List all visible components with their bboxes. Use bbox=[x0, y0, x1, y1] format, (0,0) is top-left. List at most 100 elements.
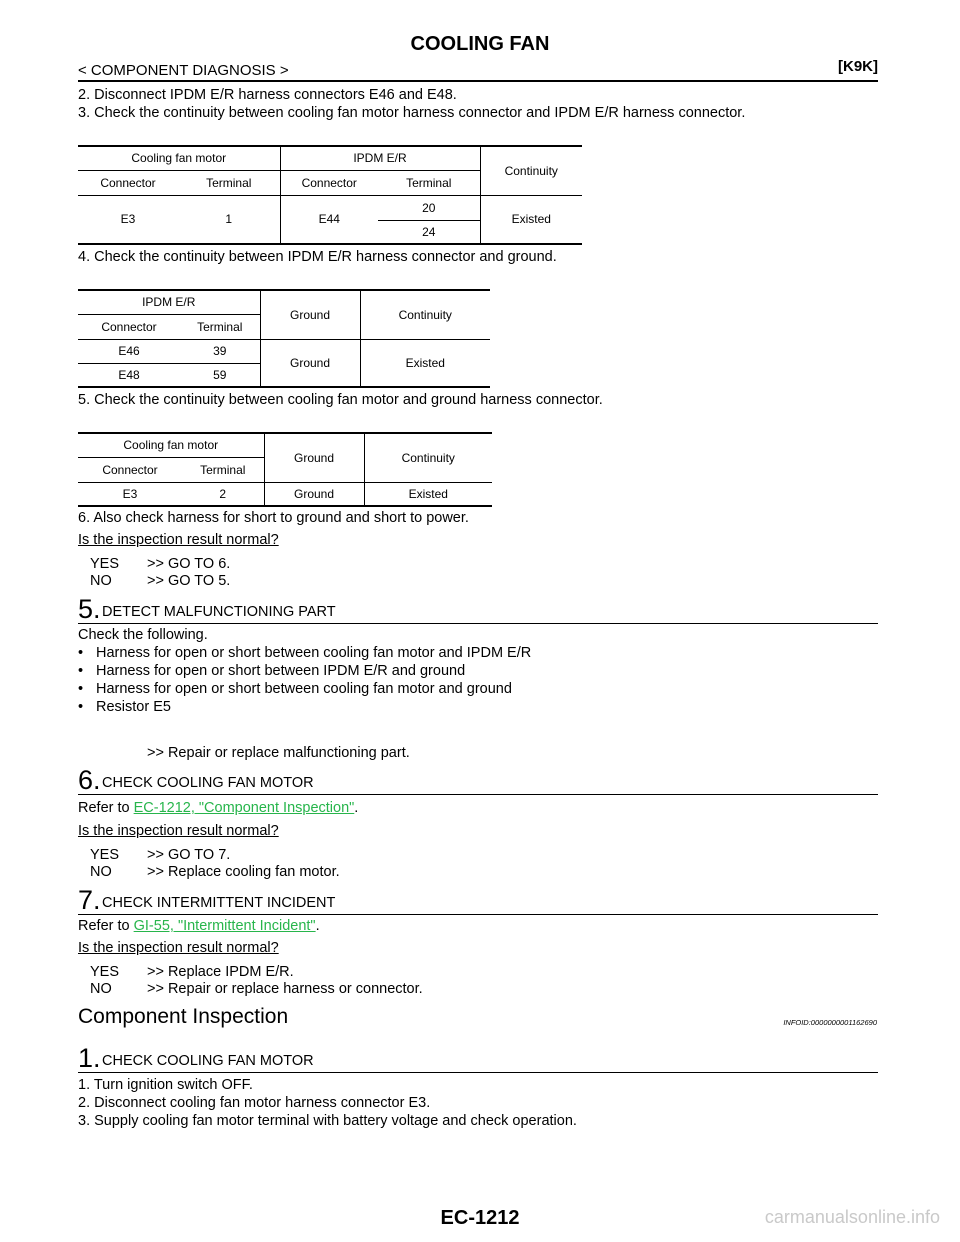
col-connector: Connector bbox=[78, 456, 182, 482]
cell-ipdm-terminal: 24 bbox=[378, 219, 480, 245]
col-ground: Ground bbox=[259, 289, 360, 339]
action-text: >> Repair or replace malfunctioning part… bbox=[147, 745, 410, 761]
col-terminal: Terminal bbox=[180, 313, 260, 339]
col-cooling-fan-motor: Cooling fan motor bbox=[78, 432, 264, 457]
step-heading-1: 1. CHECK COOLING FAN MOTOR bbox=[78, 1043, 878, 1073]
cell-ground: Ground bbox=[263, 481, 364, 507]
cell-ipdm-terminal: 20 bbox=[378, 194, 480, 220]
page-title: COOLING FAN bbox=[410, 33, 550, 55]
inspection-question: Is the inspection result normal? bbox=[78, 823, 279, 839]
answer-no-action: >> Replace cooling fan motor. bbox=[147, 864, 340, 880]
page-number: EC-1212 bbox=[440, 1207, 520, 1229]
intermittent-incident-link[interactable]: GI-55, "Intermittent Incident" bbox=[133, 918, 316, 934]
bullet-icon: • bbox=[78, 681, 84, 697]
answer-no: NO bbox=[90, 864, 112, 880]
header-rule bbox=[78, 80, 878, 82]
list-item-text: Resistor E5 bbox=[96, 699, 171, 715]
cell-terminal: 39 bbox=[180, 338, 260, 363]
col-cooling-fan-motor: Cooling fan motor bbox=[78, 145, 280, 170]
answer-no-action: >> Repair or replace harness or connecto… bbox=[147, 981, 423, 997]
cell-connector: E3 bbox=[78, 481, 182, 507]
component-inspection-link[interactable]: EC-1212, "Component Inspection" bbox=[133, 800, 355, 816]
answer-yes: YES bbox=[90, 847, 120, 863]
answer-yes-action: >> Replace IPDM E/R. bbox=[147, 964, 294, 980]
step-label: CHECK COOLING FAN MOTOR bbox=[102, 1053, 314, 1069]
cell-terminal: 59 bbox=[180, 362, 260, 388]
cell-result: Existed bbox=[363, 481, 492, 507]
section-breadcrumb: < COMPONENT DIAGNOSIS > bbox=[78, 62, 289, 79]
list-item: • Harness for open or short between cooli… bbox=[78, 681, 512, 697]
step-3-text: 3. Check the continuity between cooling … bbox=[78, 105, 746, 121]
col-terminal: Terminal bbox=[178, 169, 280, 195]
inspection-question: Is the inspection result normal? bbox=[78, 940, 279, 956]
section-heading: Component Inspection bbox=[78, 1005, 289, 1028]
step-number: 6. bbox=[78, 765, 101, 795]
step-number: 1. bbox=[78, 1043, 101, 1073]
col-connector: Connector bbox=[78, 313, 180, 339]
col-connector: Connector bbox=[279, 169, 378, 195]
answer-yes-action: >> GO TO 6. bbox=[147, 556, 231, 572]
answer-yes-action: >> GO TO 7. bbox=[147, 847, 231, 863]
check-intro: Check the following. bbox=[78, 627, 208, 643]
step-number: 7. bbox=[78, 885, 101, 915]
procedure-line: 3. Supply cooling fan motor terminal wit… bbox=[78, 1113, 577, 1129]
procedure-line: 2. Disconnect cooling fan motor harness … bbox=[78, 1095, 431, 1111]
bullet-icon: • bbox=[78, 663, 84, 679]
refer-text: Refer to bbox=[78, 800, 130, 816]
step-label: DETECT MALFUNCTIONING PART bbox=[102, 604, 336, 620]
continuity-table-motor-ipdm: Cooling fan motor IPDM E/R Continuity Co… bbox=[78, 145, 582, 245]
cell-terminal: 2 bbox=[182, 481, 264, 507]
cell-motor-terminal: 1 bbox=[178, 194, 280, 245]
col-terminal: Terminal bbox=[378, 169, 480, 195]
step-number: 5. bbox=[78, 594, 101, 624]
answer-no: NO bbox=[90, 981, 112, 997]
bullet-icon: • bbox=[78, 699, 84, 715]
col-continuity: Continuity bbox=[359, 289, 490, 339]
cell-connector: E48 bbox=[78, 362, 180, 388]
col-continuity: Continuity bbox=[363, 432, 492, 482]
step-5-text: 5. Check the continuity between cooling … bbox=[78, 392, 603, 408]
continuity-table-motor-ground: Cooling fan motor Ground Continuity Conn… bbox=[78, 432, 492, 507]
refer-line: Refer to GI-55, "Intermittent Incident". bbox=[78, 918, 320, 934]
list-item-text: Harness for open or short between IPDM E… bbox=[96, 663, 466, 679]
cell-ground: Ground bbox=[259, 338, 360, 388]
list-item-text: Harness for open or short between coolin… bbox=[96, 681, 512, 697]
step-label: CHECK COOLING FAN MOTOR bbox=[102, 775, 314, 791]
refer-period: . bbox=[354, 800, 359, 816]
col-ipdm-er: IPDM E/R bbox=[279, 145, 480, 170]
inspection-question: Is the inspection result normal? bbox=[78, 532, 279, 548]
cell-motor-connector: E3 bbox=[78, 194, 178, 245]
cell-connector: E46 bbox=[78, 338, 180, 363]
continuity-table-ipdm-ground: IPDM E/R Ground Continuity Connector Ter… bbox=[78, 289, 490, 388]
step-heading-6: 6. CHECK COOLING FAN MOTOR bbox=[78, 765, 878, 795]
answer-yes: YES bbox=[90, 556, 120, 572]
step-heading-7: 7. CHECK INTERMITTENT INCIDENT bbox=[78, 885, 878, 915]
bullet-icon: • bbox=[78, 645, 84, 661]
answer-no: NO bbox=[90, 573, 112, 589]
col-connector: Connector bbox=[78, 169, 178, 195]
step-4-text: 4. Check the continuity between IPDM E/R… bbox=[78, 249, 557, 265]
cell-result: Existed bbox=[479, 194, 582, 245]
answer-yes: YES bbox=[90, 964, 120, 980]
info-id: INFOID:0000000001162690 bbox=[783, 1018, 877, 1027]
step-heading-5: 5. DETECT MALFUNCTIONING PART bbox=[78, 594, 878, 624]
list-item: • Resistor E5 bbox=[78, 699, 171, 715]
watermark: carmanualsonline.info bbox=[764, 1207, 940, 1227]
refer-line: Refer to EC-1212, "Component Inspection"… bbox=[78, 800, 358, 816]
col-terminal: Terminal bbox=[182, 456, 264, 482]
cell-result: Existed bbox=[359, 338, 490, 388]
engine-code: [K9K] bbox=[838, 58, 878, 75]
step-2-text: 2. Disconnect IPDM E/R harness connector… bbox=[78, 87, 457, 103]
cell-ipdm-connector: E44 bbox=[279, 194, 378, 245]
col-ipdm-er: IPDM E/R bbox=[78, 289, 260, 314]
procedure-line: 1. Turn ignition switch OFF. bbox=[78, 1077, 253, 1093]
col-ground: Ground bbox=[263, 432, 364, 482]
col-continuity: Continuity bbox=[479, 145, 582, 195]
step-label: CHECK INTERMITTENT INCIDENT bbox=[102, 895, 336, 911]
refer-period: . bbox=[315, 918, 320, 934]
refer-text: Refer to bbox=[78, 918, 130, 934]
list-item: • Harness for open or short between IPDM … bbox=[78, 663, 465, 679]
list-item-text: Harness for open or short between coolin… bbox=[96, 645, 532, 661]
list-item: • Harness for open or short between cooli… bbox=[78, 645, 531, 661]
step-6-text: 6. Also check harness for short to groun… bbox=[78, 510, 469, 526]
